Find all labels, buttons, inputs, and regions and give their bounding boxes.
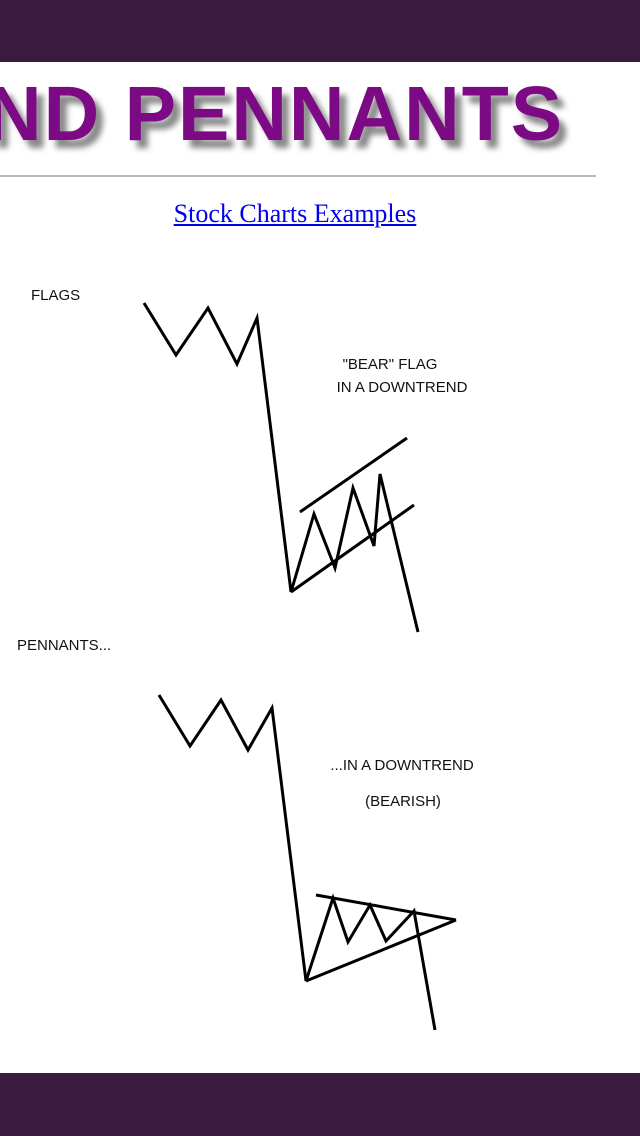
divider [0, 175, 596, 177]
bear-flag-label-line1: "BEAR" FLAG [343, 356, 438, 373]
top-bar [0, 0, 640, 62]
banner-title: ND PENNANTS [0, 71, 565, 157]
pennants-heading: PENNANTS... [17, 637, 111, 654]
pennant-upper-boundary [315, 893, 457, 922]
stock-charts-examples-link[interactable]: Stock Charts Examples [173, 199, 417, 228]
flag-price-line [142, 302, 420, 633]
bear-flag-label-line2: IN A DOWNTREND [337, 379, 468, 396]
pennant-price-line [157, 694, 437, 1031]
bottom-bar [0, 1073, 640, 1136]
pennant-label-line2: (BEARISH) [365, 793, 441, 810]
flag-upper-channel [299, 436, 408, 514]
pennant-label-line1: ...IN A DOWNTREND [330, 757, 474, 774]
flag-lower-channel [290, 503, 415, 594]
pennant-lower-boundary [305, 918, 457, 983]
title-banner: ND PENNANTS [0, 62, 640, 162]
flags-heading: FLAGS [31, 287, 80, 304]
